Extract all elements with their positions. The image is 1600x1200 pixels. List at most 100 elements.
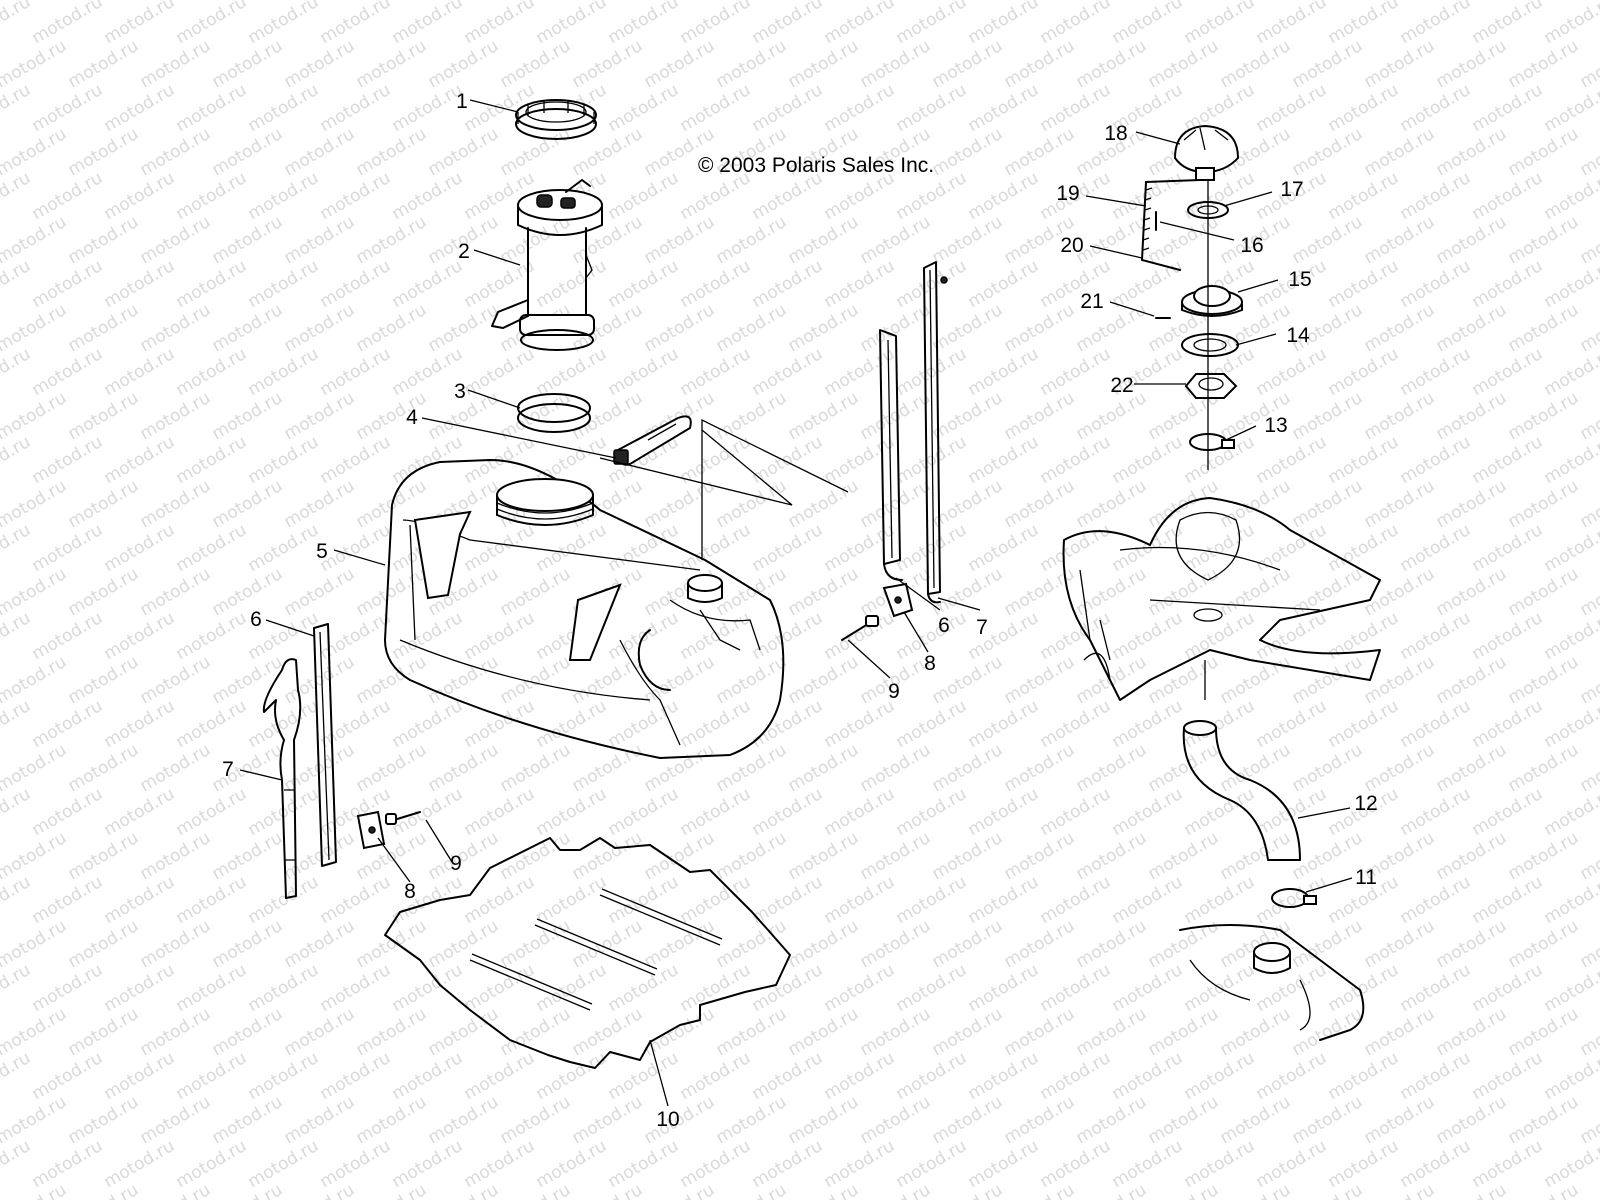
watermark-text: motod.ru	[173, 608, 251, 664]
watermark-text: motod.ru	[461, 784, 539, 840]
watermark-text: motod.ru	[497, 740, 575, 796]
watermark-text: motod.ru	[1361, 300, 1439, 356]
watermark-text: motod.ru	[1397, 1136, 1475, 1192]
watermark-text: motod.ru	[461, 1136, 539, 1192]
watermark-text: motod.ru	[0, 124, 70, 180]
watermark-text: motod.ru	[1361, 36, 1439, 92]
callout-22: 22	[1110, 374, 1133, 397]
watermark-text: motod.ru	[929, 388, 1007, 444]
watermark-text: motod.ru	[1001, 1180, 1079, 1200]
watermark-text: motod.ru	[317, 520, 395, 576]
watermark-text: motod.ru	[137, 1092, 215, 1148]
watermark-text: motod.ru	[605, 168, 683, 224]
watermark-text: motod.ru	[821, 608, 899, 664]
watermark-text: motod.ru	[569, 388, 647, 444]
watermark-text: motod.ru	[1253, 520, 1331, 576]
watermark-text: motod.ru	[1433, 564, 1511, 620]
callout-1: 1	[456, 90, 468, 113]
watermark-text: motod.ru	[821, 1048, 899, 1104]
watermark-text: motod.ru	[641, 1004, 719, 1060]
watermark-text: motod.ru	[893, 0, 971, 48]
watermark-text: motod.ru	[461, 608, 539, 664]
callout-6-right: 6	[938, 614, 950, 637]
watermark-text: motod.ru	[641, 300, 719, 356]
part-2-fuel-pump	[491, 179, 603, 351]
watermark-text: motod.ru	[713, 740, 791, 796]
callout-9-left: 9	[450, 852, 462, 875]
watermark-text: motod.ru	[1037, 1136, 1115, 1192]
watermark-text: motod.ru	[1181, 432, 1259, 488]
watermark-text: motod.ru	[425, 36, 503, 92]
watermark-text: motod.ru	[1217, 36, 1295, 92]
watermark-text: motod.ru	[785, 1180, 863, 1200]
watermark-text: motod.ru	[713, 828, 791, 884]
watermark-text: motod.ru	[173, 520, 251, 576]
watermark-text: motod.ru	[713, 388, 791, 444]
watermark-text: motod.ru	[0, 740, 70, 796]
watermark-text: motod.ru	[1469, 0, 1547, 48]
watermark-text: motod.ru	[533, 256, 611, 312]
watermark-text: motod.ru	[749, 784, 827, 840]
watermark-text: motod.ru	[317, 80, 395, 136]
watermark-text: motod.ru	[101, 960, 179, 1016]
watermark-text: motod.ru	[173, 80, 251, 136]
watermark-text: motod.ru	[1469, 1136, 1547, 1192]
watermark-text: motod.ru	[137, 212, 215, 268]
watermark-text: motod.ru	[1181, 0, 1259, 48]
watermark-text: motod.ru	[1289, 124, 1367, 180]
watermark-text: motod.ru	[1577, 564, 1600, 620]
watermark-text: motod.ru	[1001, 740, 1079, 796]
watermark-text: motod.ru	[677, 80, 755, 136]
watermark-text: motod.ru	[1577, 300, 1600, 356]
watermark-text: motod.ru	[317, 168, 395, 224]
watermark-text: motod.ru	[389, 608, 467, 664]
part-22-nut	[1184, 373, 1238, 399]
callout-layer: 1 2 3 4 5 6 6 7 7 8 8 9 9 10 11 12 13 14…	[222, 90, 1378, 1131]
callout-14: 14	[1286, 324, 1310, 347]
watermark-text: motod.ru	[173, 168, 251, 224]
watermark-text: motod.ru	[893, 1136, 971, 1192]
watermark-text: motod.ru	[29, 1048, 107, 1104]
watermark-text: motod.ru	[1289, 564, 1367, 620]
watermark-text: motod.ru	[1325, 80, 1403, 136]
watermark-text: motod.ru	[1001, 124, 1079, 180]
watermark-text: motod.ru	[713, 1180, 791, 1200]
watermark-text: motod.ru	[389, 696, 467, 752]
watermark-text: motod.ru	[677, 1048, 755, 1104]
watermark-text: motod.ru	[569, 212, 647, 268]
watermark-text: motod.ru	[785, 564, 863, 620]
watermark-text: motod.ru	[1109, 1048, 1187, 1104]
watermark-text: motod.ru	[1001, 476, 1079, 532]
watermark-text: motod.ru	[929, 300, 1007, 356]
watermark-text: motod.ru	[1001, 388, 1079, 444]
watermark-text: motod.ru	[1397, 1048, 1475, 1104]
watermark-text: motod.ru	[281, 36, 359, 92]
watermark-text: motod.ru	[1109, 696, 1187, 752]
watermark-text: motod.ru	[101, 784, 179, 840]
watermark-text: motod.ru	[605, 872, 683, 928]
watermark-text: motod.ru	[29, 872, 107, 928]
watermark-text: motod.ru	[605, 344, 683, 400]
callout-2: 2	[458, 240, 470, 263]
watermark-text: motod.ru	[497, 828, 575, 884]
watermark-text: motod.ru	[1505, 36, 1583, 92]
watermark-text: motod.ru	[1505, 828, 1583, 884]
watermark-text: motod.ru	[1073, 476, 1151, 532]
watermark-text: motod.ru	[389, 80, 467, 136]
watermark-text: motod.ru	[713, 1004, 791, 1060]
watermark-text: motod.ru	[1361, 1004, 1439, 1060]
watermark-text: motod.ru	[1253, 80, 1331, 136]
watermark-text: motod.ru	[1433, 1180, 1511, 1200]
watermark-text: motod.ru	[1469, 696, 1547, 752]
watermark-text: motod.ru	[1145, 652, 1223, 708]
watermark-text: motod.ru	[1505, 652, 1583, 708]
watermark-text: motod.ru	[389, 168, 467, 224]
watermark-text: motod.ru	[245, 256, 323, 312]
watermark-text: motod.ru	[893, 872, 971, 928]
watermark-text: motod.ru	[1433, 388, 1511, 444]
watermark-text: motod.ru	[1433, 300, 1511, 356]
watermark-text: motod.ru	[353, 1092, 431, 1148]
watermark-text: motod.ru	[1505, 476, 1583, 532]
watermark-text: motod.ru	[1289, 388, 1367, 444]
watermark-text: motod.ru	[461, 520, 539, 576]
